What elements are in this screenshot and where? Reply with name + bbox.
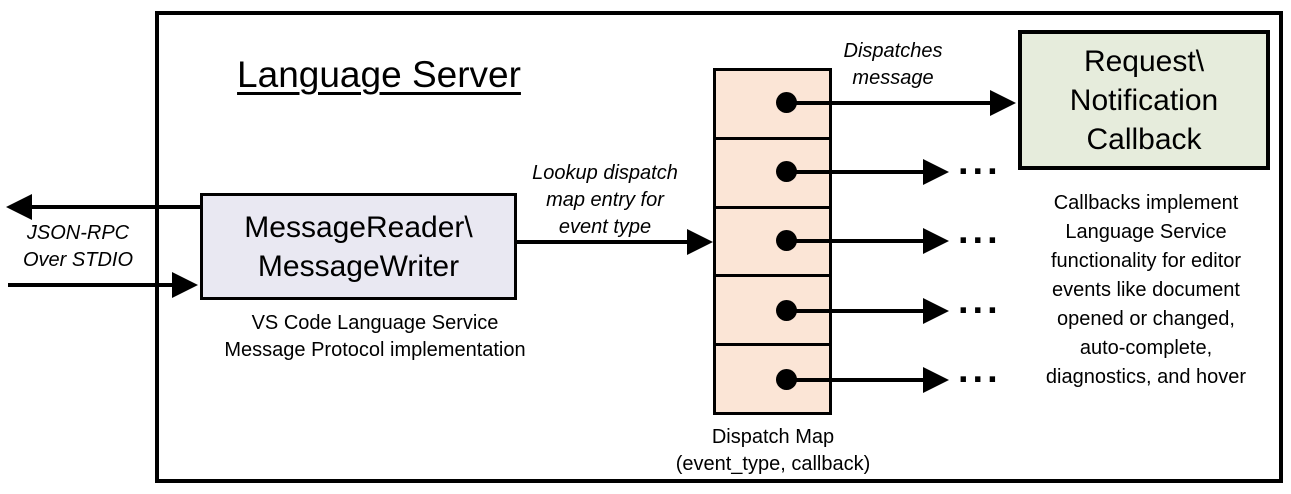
lookup-label: Lookup dispatch map entry for event type [515,160,695,241]
message-box-line: MessageReader\ [244,210,473,244]
diagram-title: Language Server [237,54,521,95]
dispatch-arrow-line [786,101,992,105]
lookup-arrow-line [517,240,689,244]
callbacks-note-line: diagnostics, and hover [1045,366,1247,388]
dispatch-arrowhead-icon [923,298,949,324]
dispatch-arrowhead-icon [923,159,949,185]
message-box-caption: VS Code Language Service Message Protoco… [215,310,535,364]
stdio-out-arrow-line [30,205,200,209]
dispatch-arrowhead-icon [923,367,949,393]
dispatches-label-line: Dispatches [843,40,943,62]
callbacks-note-line: Language Service [1065,221,1227,243]
request-notification-callback-box: Request\ Notification Callback [1018,30,1270,170]
stdio-out-arrowhead-icon [6,194,32,220]
message-reader-writer-box: MessageReader\ MessageWriter [200,193,517,300]
dispatch-arrow-line [786,309,925,313]
callback-box-line: Request\ [1083,44,1205,78]
callbacks-note-line: functionality for editor [1050,250,1242,272]
lookup-arrowhead-icon [687,229,713,255]
stdio-in-arrowhead-icon [172,272,198,298]
dispatch-map-cell [716,140,829,209]
dispatch-arrow-line [786,170,925,174]
lookup-label-line: map entry for [546,189,664,211]
callbacks-note-line: opened or changed, [1057,308,1235,330]
dispatch-map-caption-line: (event_type, callback) [675,453,871,475]
callback-box-line: Notification [1069,83,1219,117]
dispatches-label: Dispatches message [828,38,958,92]
callback-box-line: Callback [1086,122,1202,156]
dispatch-arrowhead-icon [990,90,1016,116]
message-box-caption-line: VS Code Language Service [251,312,499,334]
dispatch-map-caption-line: Dispatch Map [711,426,835,448]
dispatch-arrow-line [786,378,925,382]
lookup-label-line: event type [558,216,652,238]
json-rpc-label-line: JSON-RPC [26,222,130,244]
json-rpc-label: JSON-RPC Over STDIO [3,220,153,274]
json-rpc-label-line: Over STDIO [22,249,133,271]
dispatch-arrow-line [786,239,925,243]
callbacks-note-line: events like document [1052,279,1240,301]
dispatch-map-cell [716,209,829,278]
callbacks-note-line: Callbacks implement [1053,192,1239,214]
dispatch-map-cell [716,71,829,140]
message-box-line: MessageWriter [257,249,460,283]
callbacks-note: Callbacks implement Language Service fun… [1017,189,1275,392]
dispatch-arrowhead-icon [923,228,949,254]
dispatch-map-caption: Dispatch Map (event_type, callback) [653,424,893,478]
callbacks-note-line: auto-complete, [1079,337,1213,359]
dispatches-label-line: message [852,67,934,89]
language-server-container [155,11,1283,483]
lookup-label-line: Lookup dispatch [532,162,678,184]
dispatch-map-cell [716,277,829,347]
stdio-in-arrow-line [8,283,172,287]
message-box-caption-line: Message Protocol implementation [224,339,526,361]
